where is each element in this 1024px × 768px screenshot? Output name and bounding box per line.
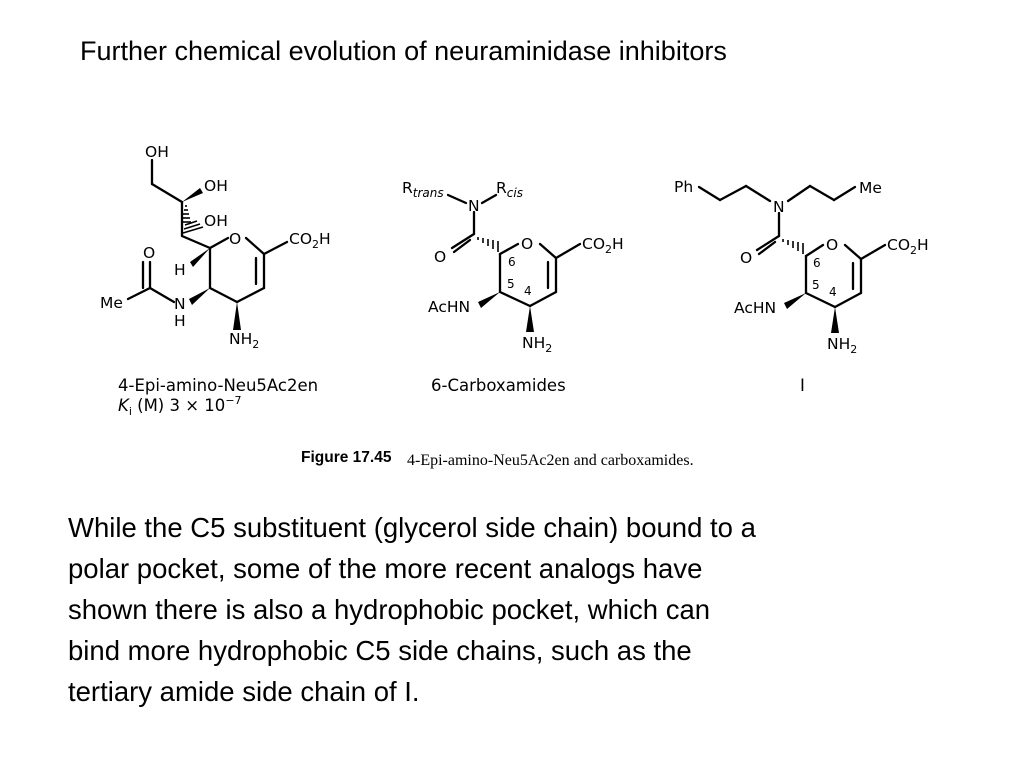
carbonyl-oxygen-label: O <box>143 244 155 262</box>
carboxylic-acid-label: CO2H <box>582 235 624 256</box>
ring-oxygen-label: O <box>521 235 533 253</box>
hydroxyl-label: OH <box>204 177 228 195</box>
methyl-label: Me <box>859 179 882 197</box>
structure-compound-i: Ph Me N O O CO2H 6 5 4 AcHN NH2 I <box>674 178 929 395</box>
r-cis-label: Rcis <box>496 179 523 200</box>
carbonyl-oxygen-label: O <box>740 249 752 267</box>
r-trans-label: Rtrans <box>402 179 444 200</box>
carboxylic-acid-label: CO2H <box>887 236 929 257</box>
compound-name: 4-Epi-amino-Neu5Ac2en <box>118 376 318 395</box>
position-5-label: 5 <box>812 278 820 292</box>
methyl-label: Me <box>100 294 123 312</box>
ki-value: Ki (M) 3 × 10−7 <box>118 394 242 418</box>
amine-label: NH2 <box>827 335 857 356</box>
body-line: bind more hydrophobic C5 side chains, su… <box>68 635 692 666</box>
amide-nitrogen-label: N <box>773 198 785 216</box>
figure-17-45: OH OH OH O CO2H H O Me N H NH2 4-Epi-ami… <box>100 143 929 469</box>
ring-oxygen-label: O <box>229 230 241 248</box>
body-line: tertiary amide side chain of I. <box>68 676 420 707</box>
carboxylic-acid-label: CO2H <box>289 230 331 251</box>
position-5-label: 5 <box>507 277 515 291</box>
amine-label: NH2 <box>229 330 259 351</box>
acetamido-label: AcHN <box>734 299 776 317</box>
amide-nitrogen-label: N <box>174 295 186 313</box>
amide-hydrogen-label: H <box>174 312 186 330</box>
compound-name: 6-Carboxamides <box>431 376 566 395</box>
hydroxyl-label: OH <box>145 143 169 161</box>
figure-label: Figure 17.45 <box>301 449 392 466</box>
body-line: While the C5 substituent (glycerol side … <box>68 512 756 543</box>
ring-oxygen-label: O <box>826 236 838 254</box>
position-6-label: 6 <box>508 255 516 269</box>
amide-nitrogen-label: N <box>468 197 480 215</box>
position-4-label: 4 <box>829 285 837 299</box>
body-line: polar pocket, some of the more recent an… <box>68 553 703 584</box>
slide-title: Further chemical evolution of neuraminid… <box>80 36 727 66</box>
hydroxyl-label: OH <box>204 212 228 230</box>
position-4-label: 4 <box>524 284 532 298</box>
carbonyl-oxygen-label: O <box>434 248 446 266</box>
structure-6-carboxamides: Rtrans Rcis N O O CO2H 6 5 4 AcHN NH2 6-… <box>402 179 624 395</box>
figure-caption: 4-Epi-amino-Neu5Ac2en and carboxamides. <box>407 452 694 469</box>
position-6-label: 6 <box>813 256 821 270</box>
body-line: shown there is also a hydrophobic pocket… <box>68 594 711 625</box>
hydrogen-label: H <box>174 261 186 279</box>
compound-name: I <box>800 376 805 395</box>
acetamido-label: AcHN <box>428 298 470 316</box>
phenyl-label: Ph <box>674 178 693 196</box>
structure-4-epi-amino-neu5ac2en: OH OH OH O CO2H H O Me N H NH2 4-Epi-ami… <box>100 143 331 418</box>
body-paragraph: While the C5 substituent (glycerol side … <box>68 507 958 712</box>
amine-label: NH2 <box>522 334 552 355</box>
